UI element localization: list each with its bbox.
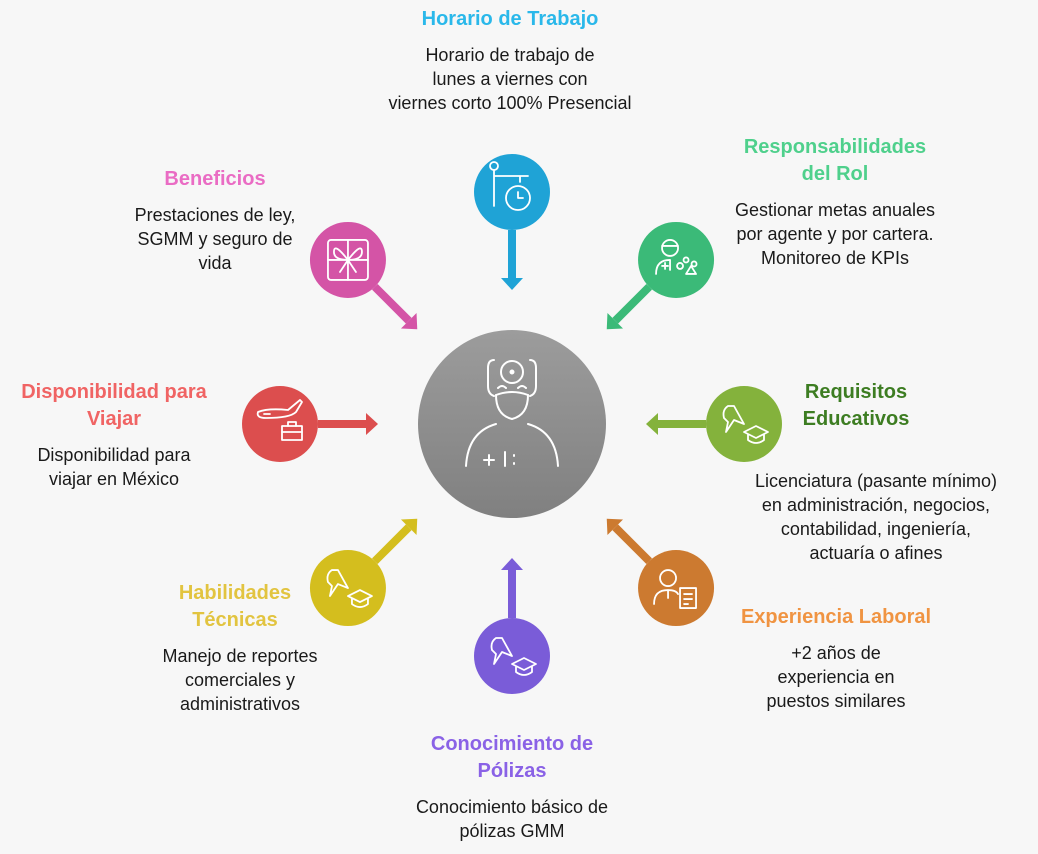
arrow-conocimiento [501,558,523,618]
person-shapes-icon [655,239,698,275]
graduation-icon [490,637,537,676]
graduation-icon [722,405,769,444]
person-document-icon [653,569,697,609]
doctor-icon [465,359,559,467]
gift-icon [327,239,369,281]
node-habilidades [309,550,386,627]
node-experiencia [638,550,715,627]
node-title: Experiencia Laboral [740,606,932,628]
node-horario [474,154,550,230]
node-title: Beneficios [164,168,266,190]
node-beneficios [309,221,386,298]
arrow-horario [501,230,523,290]
node-description: Licenciatura (pasante mínimo)en administ… [754,471,998,563]
node-responsabilidades [638,221,715,298]
arrow-disponibilidad [318,413,378,435]
node-disponibilidad [242,386,318,462]
arrow-experiencia [606,518,653,565]
arrow-requisitos [646,413,706,435]
node-conocimiento [474,618,550,694]
graduation-icon [326,569,373,608]
node-requisitos [706,386,782,462]
arrow-beneficios [371,283,418,330]
clock-icon [489,161,531,211]
arrow-responsabilidades [606,283,653,330]
plane-briefcase-icon [256,399,303,441]
center-node [418,330,606,518]
arrow-habilidades [371,518,418,565]
node-title: Horario de Trabajo [421,8,599,30]
